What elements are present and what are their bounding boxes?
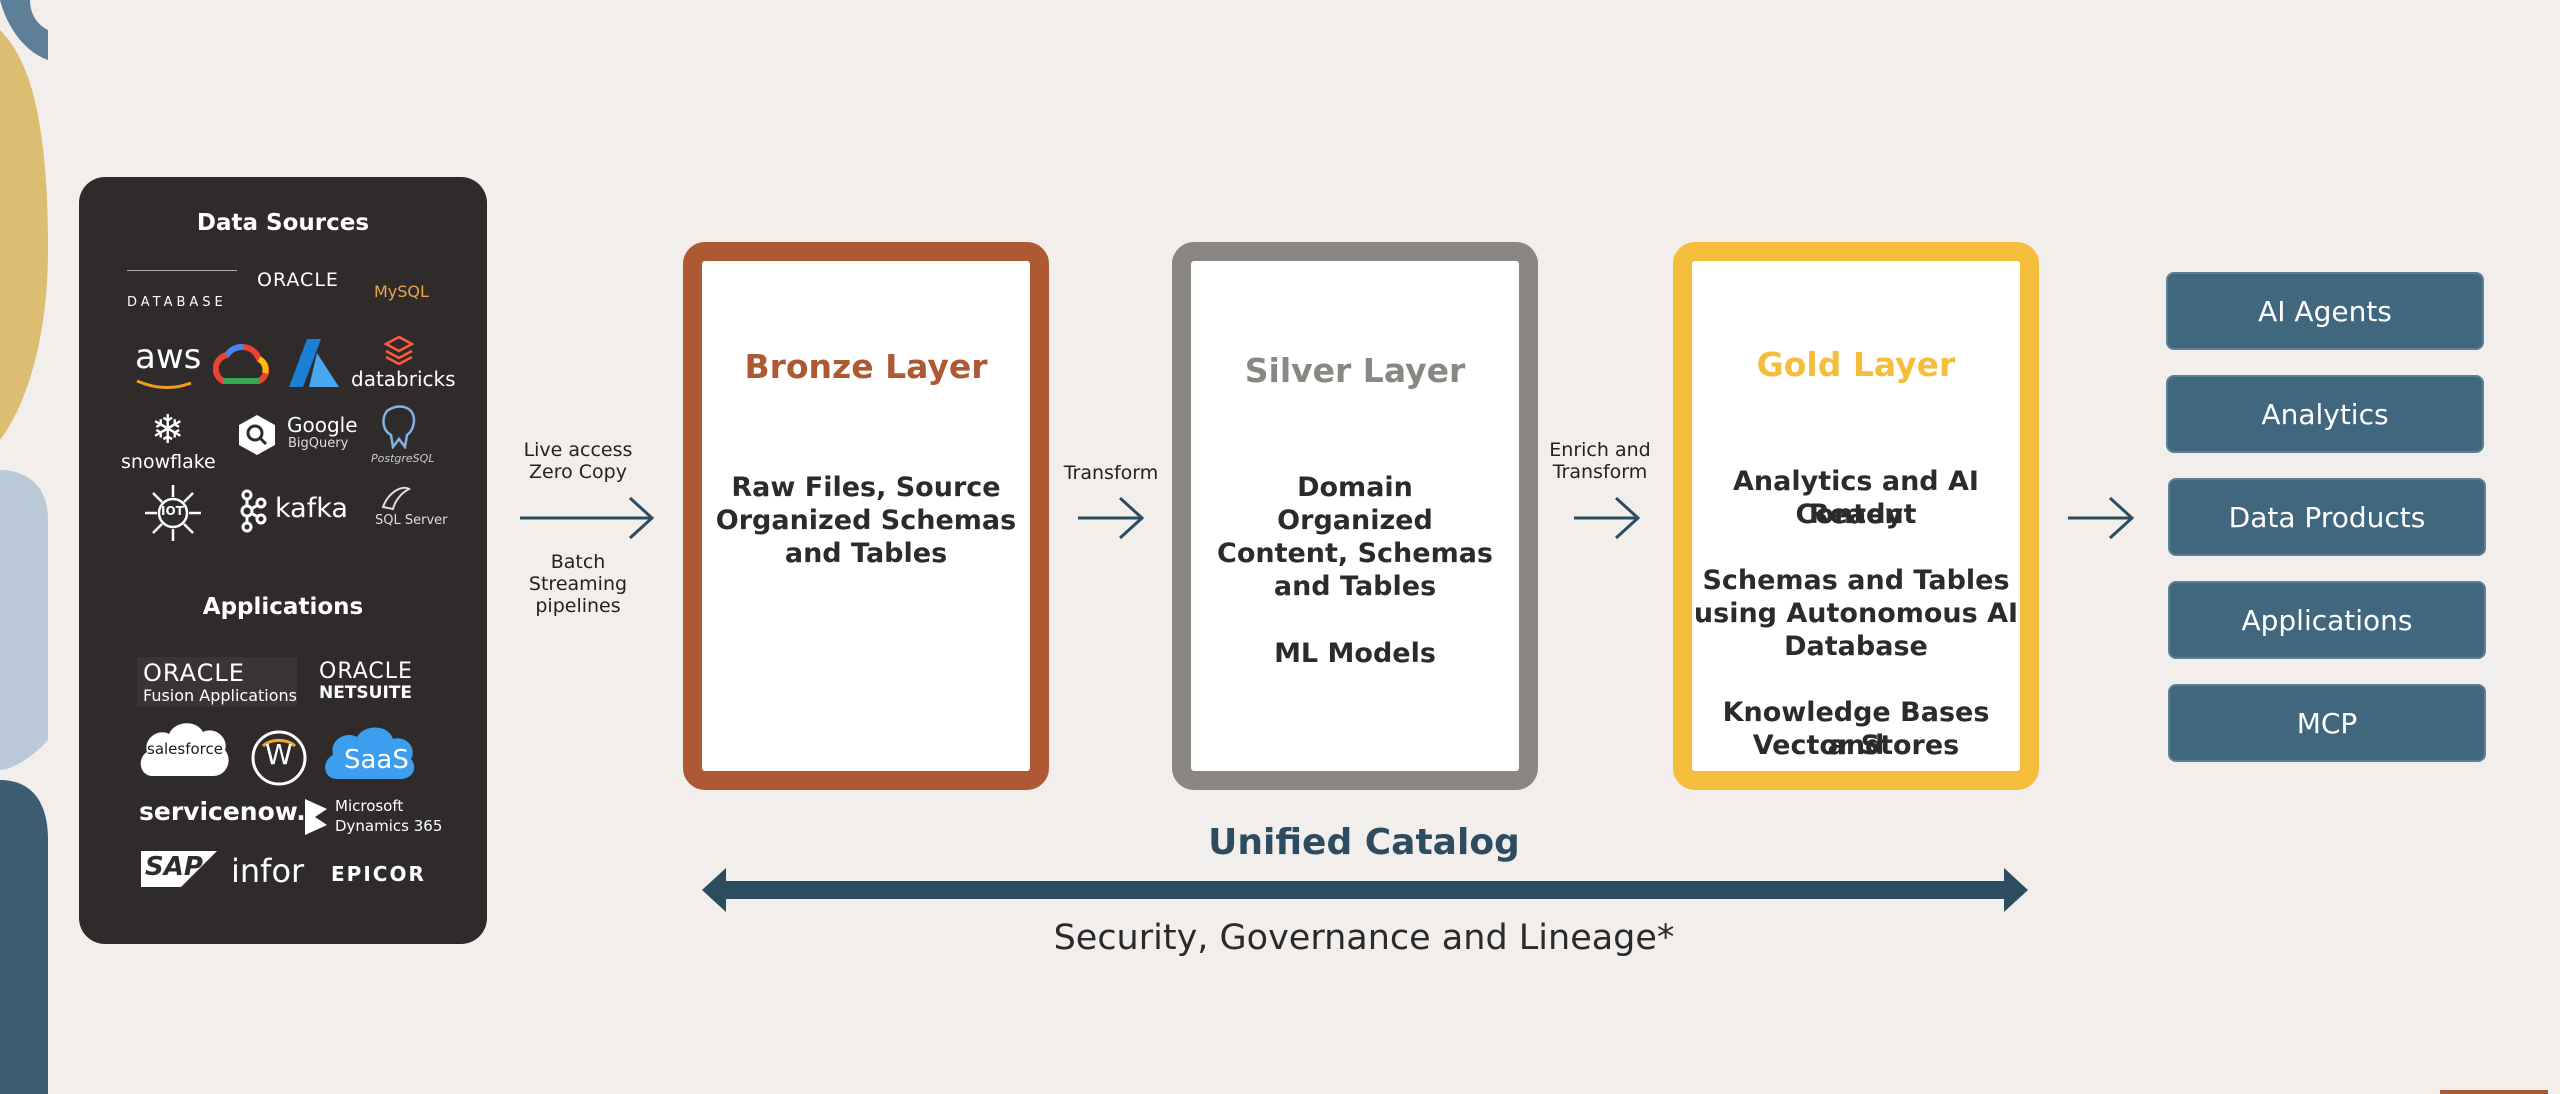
gold-layer-body-2: Content	[1795, 499, 1917, 530]
google-logo: Google	[287, 413, 358, 437]
bronze-layer-body-3: and Tables	[784, 538, 948, 569]
servicenow-logo: servicenow.	[139, 797, 306, 826]
transform-arrow-icon	[1078, 496, 1145, 540]
bronze-layer-title: Bronze Layer	[744, 347, 988, 386]
netsuite-logo-subtitle: NETSUITE	[319, 683, 413, 703]
corner-accent	[2440, 1090, 2548, 1094]
bigquery-icon	[239, 415, 275, 455]
snowflake-icon: ❄	[151, 407, 185, 453]
infor-logo: infor	[231, 852, 305, 890]
gold-layer-body-5: Database	[1784, 631, 1928, 662]
saas-logo: SaaS	[344, 745, 409, 775]
google-cloud-icon	[213, 343, 269, 384]
catalog-subtitle: Security, Governance and Lineage*	[1053, 918, 1675, 958]
salesforce-logo: salesforce	[147, 740, 223, 758]
silver-layer-title: Silver Layer	[1244, 351, 1466, 390]
gold-layer-body-7: Vector Stores	[1752, 730, 1960, 761]
microsoft-dynamics-logo-subtitle: Dynamics 365	[335, 817, 443, 835]
gold-layer-body-3: Schemas and Tables	[1702, 565, 2010, 596]
kafka-logo: kafka	[275, 493, 348, 524]
workday-icon	[251, 730, 307, 786]
silver-layer-body-4: and Tables	[1273, 571, 1437, 602]
data-sources-title: Data Sources	[196, 210, 370, 236]
bronze-layer-body-1: Raw Files, Source	[731, 472, 1001, 503]
transform-label: Transform	[1063, 462, 1159, 484]
catalog-double-arrow-icon	[702, 868, 2028, 912]
azure-icon	[289, 339, 339, 387]
iot-logo: IOT	[161, 504, 184, 518]
gold-layer-body-4: using Autonomous AI	[1693, 598, 2019, 629]
enrich-label-2: Transform	[1552, 461, 1648, 483]
gold-layer-body-1: Analytics and AI Ready	[1733, 466, 1979, 530]
kafka-icon	[240, 489, 267, 533]
postgresql-icon	[382, 405, 416, 449]
ingest-label-top-2: Zero Copy	[529, 461, 627, 483]
applications-title: Applications	[202, 594, 364, 620]
epicor-logo: EPICOR	[331, 862, 426, 886]
salesforce-cloud-icon	[140, 723, 229, 776]
silver-layer-body-2: Organized	[1277, 505, 1433, 536]
databricks-logo: databricks	[351, 367, 456, 391]
oracle-fusion-logo-subtitle: Fusion Applications	[143, 686, 297, 705]
gold-layer-body-6: Knowledge Bases and	[1722, 697, 1990, 761]
postgresql-logo: PostgreSQL	[371, 452, 435, 465]
aws-smile-icon	[136, 379, 192, 389]
silver-layer-body-3: Content, Schemas	[1217, 538, 1493, 569]
decorative-left-strip	[0, 0, 48, 1094]
aws-logo: aws	[135, 337, 202, 377]
sqlserver-logo: SQL Server	[375, 513, 448, 528]
silver-layer-body-1: Domain	[1297, 472, 1413, 503]
silver-layer-box: Silver Layer Domain Organized Content, S…	[1172, 242, 1538, 790]
output-analytics[interactable]: Analytics	[2166, 375, 2484, 453]
databricks-icon	[384, 335, 414, 365]
workday-logo: W	[265, 738, 293, 771]
enrich-label-1: Enrich and	[1549, 439, 1651, 461]
oracle-fusion-logo-bg	[137, 657, 297, 707]
unified-catalog-title: Unified Catalog	[1208, 822, 1520, 863]
output-mcp[interactable]: MCP	[2168, 684, 2486, 762]
sap-logo: SAP	[145, 852, 203, 882]
output-arrow-icon	[2068, 496, 2135, 540]
sap-logo-shape	[141, 851, 217, 887]
netsuite-logo: ORACLE	[319, 659, 413, 684]
microsoft-dynamics-logo: Microsoft	[335, 797, 404, 815]
oracle-logo: ORACLE	[257, 269, 339, 291]
ingest-label-bottom-1: Batch	[550, 551, 606, 573]
gold-layer-title: Gold Layer	[1756, 345, 1956, 384]
output-applications[interactable]: Applications	[2168, 581, 2486, 659]
iot-icon	[145, 485, 201, 541]
saas-cloud-icon	[325, 727, 415, 779]
snowflake-logo: snowflake	[121, 451, 216, 473]
ingest-label-top-1: Live access	[523, 439, 633, 461]
oracle-database-logo	[127, 270, 237, 271]
oracle-fusion-logo: ORACLE	[143, 659, 245, 687]
output-ai-agents[interactable]: AI Agents	[2166, 272, 2484, 350]
bigquery-logo: BigQuery	[288, 436, 349, 451]
sqlserver-icon	[381, 486, 411, 511]
bronze-layer-body-2: Organized Schemas	[715, 505, 1017, 536]
ingest-label-bottom-3: pipelines	[535, 595, 621, 617]
mysql-logo: MySQL	[374, 282, 429, 301]
enrich-arrow-icon	[1574, 496, 1641, 540]
ingest-arrow-icon	[520, 496, 655, 540]
oracle-database-logo-text: DATABASE	[127, 295, 227, 310]
output-data-products[interactable]: Data Products	[2168, 478, 2486, 556]
ingest-label-bottom-2: Streaming	[528, 573, 628, 595]
gold-layer-box: Gold Layer Analytics and AI Ready Conten…	[1673, 242, 2039, 790]
data-sources-card: Data Sources DATABASE ORACLE MySQL aws d…	[79, 177, 487, 944]
bronze-layer-box: Bronze Layer Raw Files, Source Organized…	[683, 242, 1049, 790]
microsoft-dynamics-icon	[305, 799, 327, 835]
silver-layer-body-5: ML Models	[1274, 638, 1436, 669]
